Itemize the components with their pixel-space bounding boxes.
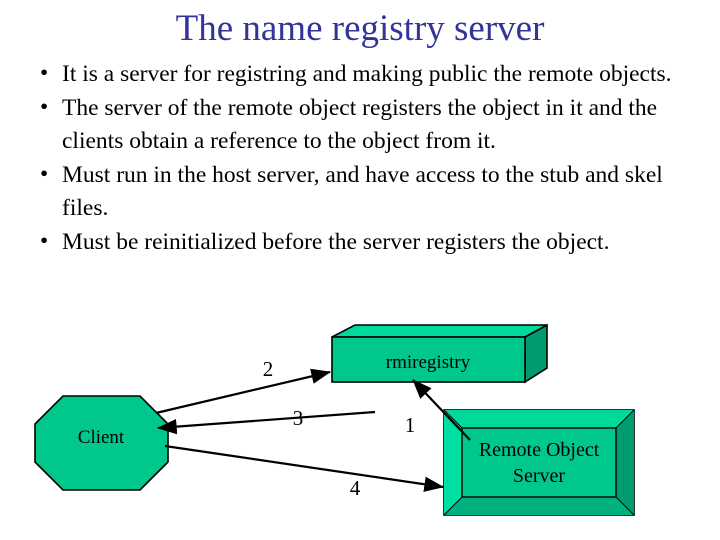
arrow-2-line <box>155 368 332 415</box>
list-item: • Must be reinitialized before the serve… <box>30 226 692 260</box>
rmiregistry-label: rmiregistry <box>386 352 471 373</box>
list-item-text: It is a server for registring and making… <box>62 61 672 87</box>
list-item: • The server of the remote object regist… <box>30 92 692 159</box>
arrow-2: 2 <box>155 357 332 415</box>
arrow-3: 3 <box>156 406 376 435</box>
arrow-4-number: 4 <box>350 476 361 500</box>
bullet-icon: • <box>40 227 49 254</box>
remote-object-server-bevel-edge-bl <box>443 496 463 516</box>
remote-object-server-bevel-edge-tr <box>615 409 635 429</box>
remote-object-server-bevel-edge-tl <box>443 409 463 429</box>
arrow-1: 1 <box>405 379 471 441</box>
bullet-icon: • <box>40 93 49 120</box>
remote-object-server-label-line2: Server <box>513 465 566 487</box>
bullet-icon: • <box>40 160 49 187</box>
list-item: • Must run in the host server, and have … <box>30 159 692 226</box>
node-client[interactable]: Client <box>34 395 169 491</box>
bullet-icon: • <box>40 60 49 86</box>
page-title: The name registry server <box>175 8 545 49</box>
remote-object-server-bevel-bottom <box>444 497 634 515</box>
arrow-1-number: 1 <box>405 413 416 437</box>
arrow-4: 4 <box>164 444 445 500</box>
node-rmiregistry[interactable]: rmiregistry <box>331 323 548 384</box>
rmiregistry-top-face <box>331 324 548 338</box>
list-item-text: Must run in the host server, and have ac… <box>62 161 663 222</box>
rmiregistry-side-face <box>524 323 548 384</box>
arrow-1-line <box>412 379 471 441</box>
node-remote-object-server[interactable]: Remote Object Server <box>443 409 635 516</box>
client-label: Client <box>78 427 125 448</box>
remote-object-server-outer-frame <box>443 409 635 516</box>
remote-object-server-label-line1: Remote Object <box>479 439 600 461</box>
remote-object-server-bevel-top <box>444 410 634 428</box>
client-octagon-shape <box>34 395 169 491</box>
list-item: • It is a server for registring and maki… <box>30 58 692 92</box>
arrow-2-number: 2 <box>263 357 274 381</box>
remote-object-server-bevel-edge-br <box>615 496 635 516</box>
list-item-text: Must be reinitialized before the server … <box>62 228 610 255</box>
arrow-3-number: 3 <box>293 406 304 430</box>
list-item-text: The server of the remote object register… <box>62 94 658 155</box>
remote-object-server-bevel-left <box>444 410 462 515</box>
arrow-4-line <box>164 444 445 492</box>
bullet-list: • It is a server for registring and maki… <box>30 58 692 259</box>
remote-object-server-inner-panel <box>461 427 617 498</box>
rmiregistry-front-face <box>331 336 526 383</box>
arrow-3-line <box>156 410 376 435</box>
remote-object-server-bevel-right <box>616 410 634 515</box>
